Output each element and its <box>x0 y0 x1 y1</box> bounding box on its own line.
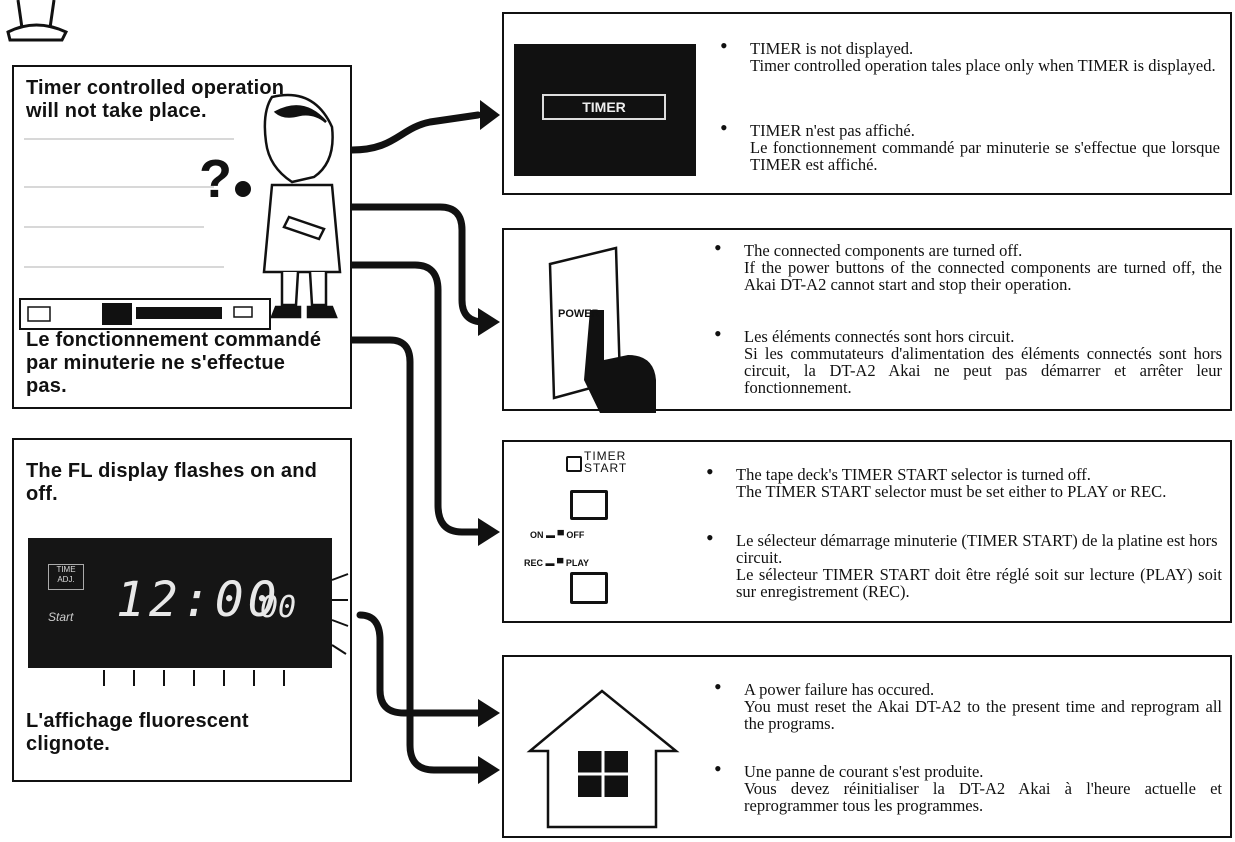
problem-title-fr: L'affichage fluorescent clignote. <box>26 710 249 755</box>
timer-device-illustration <box>19 298 271 330</box>
bullet-icon: • <box>714 321 722 346</box>
solution-en-title: TIMER is not displayed. <box>750 39 914 58</box>
svg-text:?: ? <box>199 149 232 209</box>
solution-box-power-failure: • A power failure has occured. You must … <box>502 655 1232 838</box>
problem-title-en: The FL display flashes on and off. <box>26 460 318 505</box>
solution-fr-title: Une panne de courant s'est produite. <box>744 762 984 781</box>
solution-text-timer-start-fr: • Le sélecteur démarrage minuterie (TIME… <box>706 527 1222 601</box>
solution-fr-body: Si les commutateurs d'alimentation des é… <box>744 344 1222 397</box>
bullet-icon: • <box>706 525 714 550</box>
rec-play-label: REC ▬ ▀ PLAY <box>524 558 590 568</box>
power-button-illustration <box>548 246 656 413</box>
bullet-icon: • <box>720 115 728 140</box>
solution-en-body: The TIMER START selector must be set eit… <box>736 482 1167 501</box>
fl-display-time: 12:00 <box>116 572 281 628</box>
bullet-icon: • <box>714 756 722 781</box>
solution-text-power-failure: • A power failure has occured. You must … <box>714 676 1222 733</box>
selector-switch-rec-play <box>570 572 608 604</box>
problem-title-en: Timer controlled operation will not take… <box>26 77 285 122</box>
bullet-icon: • <box>706 459 714 484</box>
fl-display-indicator: TIME ADJ. <box>48 564 84 590</box>
clock-icon <box>566 456 582 472</box>
solution-en-body: If the power buttons of the connected co… <box>744 258 1222 294</box>
timer-start-label: TIMER START <box>584 449 628 475</box>
solution-fr-title: TIMER n'est pas affiché. <box>750 121 915 140</box>
solution-fr-title: Les éléments connectés sont hors circuit… <box>744 327 1015 346</box>
solution-text-timer: • TIMER is not displayed. Timer controll… <box>720 35 1220 75</box>
problem-title-fr: Le fonctionnement commandé par minuterie… <box>26 329 322 397</box>
fl-display-start: Start <box>48 610 74 624</box>
solution-text-power-fr: • Les éléments connectés sont hors circu… <box>714 323 1222 397</box>
solution-text-timer-fr: • TIMER n'est pas affiché. Le fonctionne… <box>720 117 1220 174</box>
fl-display: TIME ADJ. Start 12:00 00 <box>28 538 332 668</box>
bullet-icon: • <box>714 674 722 699</box>
solution-en-body: You must reset the Akai DT-A2 to the pre… <box>744 697 1222 733</box>
confused-man-illustration: ? <box>199 93 342 319</box>
timer-display-illustration: TIMER <box>514 44 696 176</box>
solution-fr-body: Le fonctionnement commandé par minuterie… <box>750 138 1220 174</box>
power-label: POWER <box>558 308 600 320</box>
solution-text-power: • The connected components are turned of… <box>714 237 1222 294</box>
solution-en-title: A power failure has occured. <box>744 680 935 699</box>
problem-panel-timer: Timer controlled operation will not take… <box>12 65 352 409</box>
bullet-icon: • <box>720 33 728 58</box>
solution-en-title: The tape deck's TIMER START selector is … <box>736 465 1091 484</box>
bullet-icon: • <box>714 235 722 260</box>
solution-text-timer-start: • The tape deck's TIMER START selector i… <box>706 461 1222 501</box>
flash-rays <box>103 573 349 686</box>
solution-en-body: Timer controlled operation tales place o… <box>750 56 1216 75</box>
on-off-label: ON ▬ ▀ OFF <box>530 530 585 540</box>
solution-text-power-failure-fr: • Une panne de courant s'est produite. V… <box>714 758 1222 815</box>
fl-display-seconds: 00 <box>260 590 297 625</box>
solution-en-title: The connected components are turned off. <box>744 241 1023 260</box>
solution-fr-body: Vous devez réinitialiser la DT-A2 Akai à… <box>744 779 1222 815</box>
solution-box-timer: TIMER • TIMER is not displayed. Timer co… <box>502 12 1232 195</box>
timer-indicator: TIMER <box>542 94 666 120</box>
paper-speckle <box>24 138 234 268</box>
solution-fr-body: Le sélecteur TIMER START doit être réglé… <box>736 565 1222 601</box>
problem-panel-display: The FL display flashes on and off. TIME … <box>12 438 352 782</box>
solution-box-power: POWER • The connected components are tur… <box>502 228 1232 413</box>
solution-fr-title: Le sélecteur démarrage minuterie (TIMER … <box>736 531 1218 567</box>
solution-box-timer-start: TIMER START ON ▬ ▀ OFF REC ▬ ▀ PLAY • Th… <box>502 440 1232 623</box>
house-icon <box>526 689 680 829</box>
selector-switch-on-off <box>570 490 608 520</box>
